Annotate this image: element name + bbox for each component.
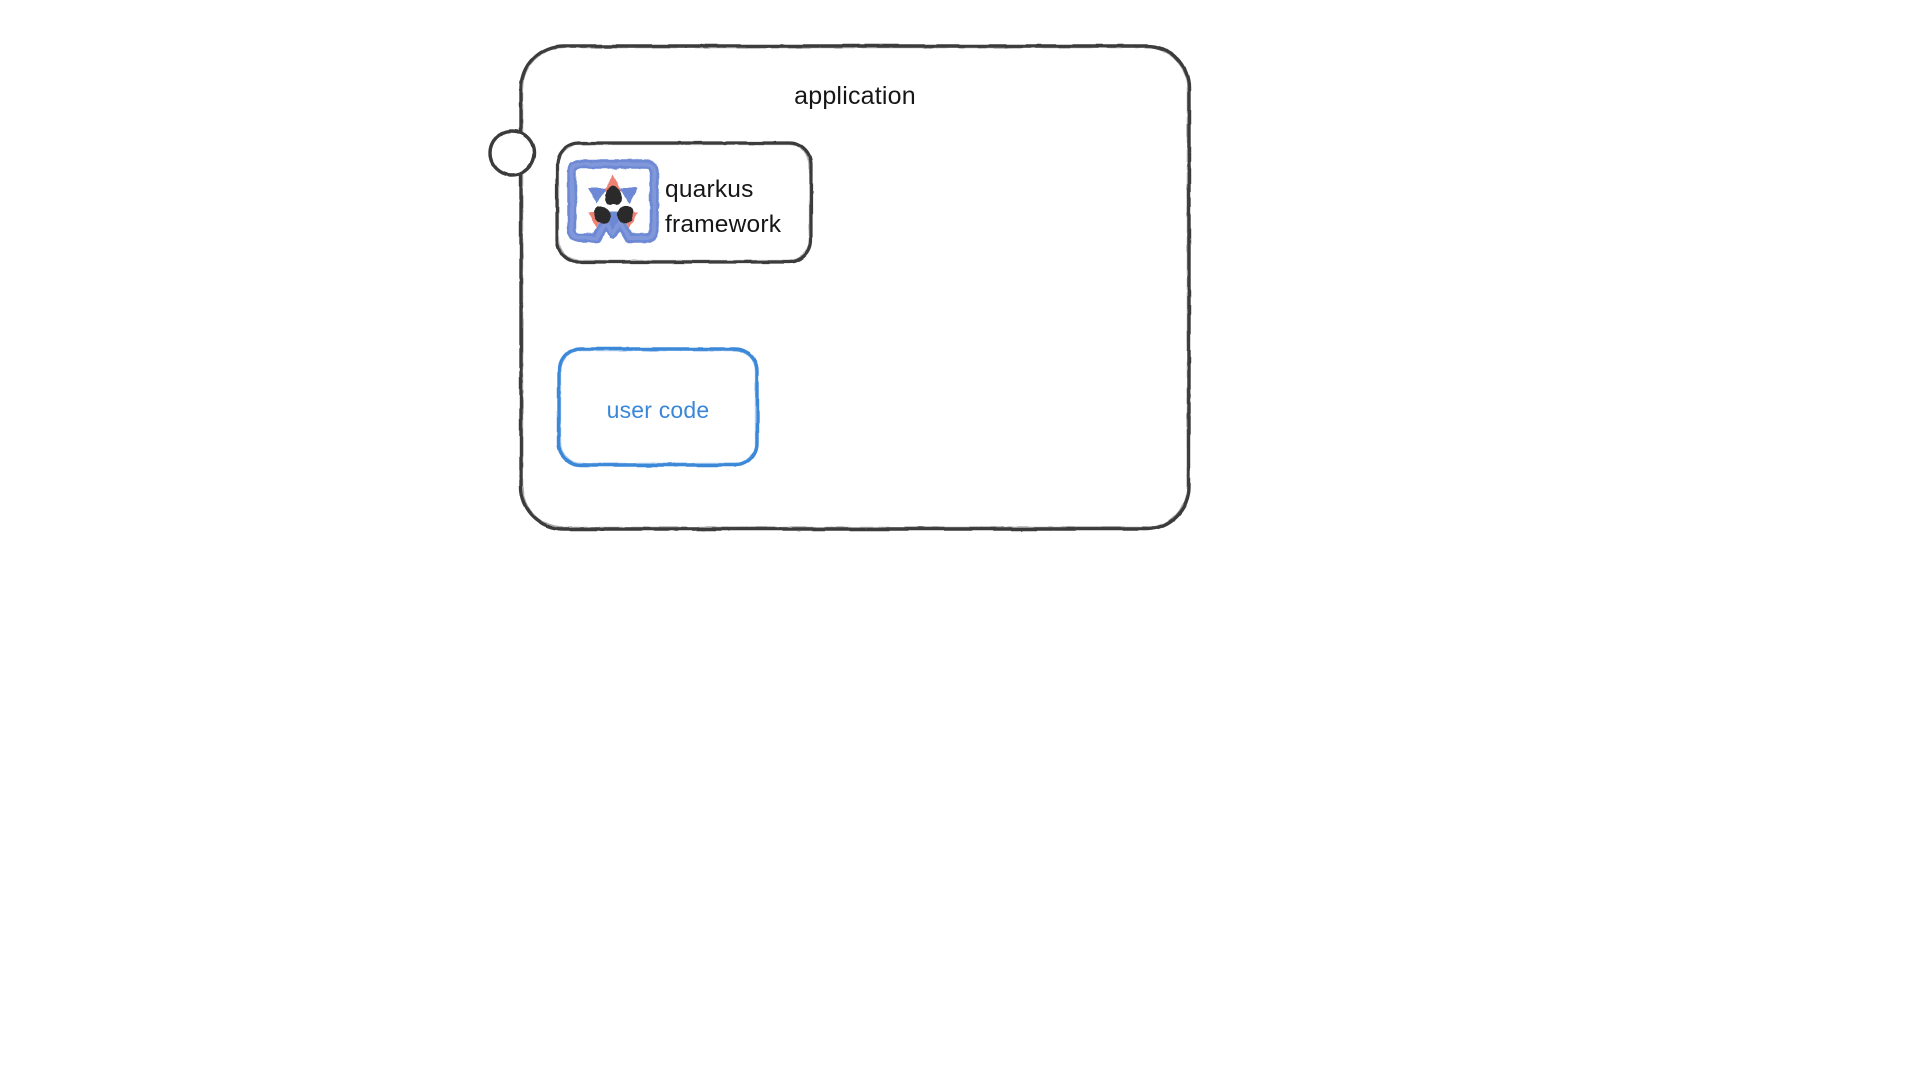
quarkus-framework-node[interactable] xyxy=(555,141,813,264)
quarkus-logo-core xyxy=(593,186,634,224)
quarkus-framework-label-line2: framework xyxy=(665,211,782,238)
user-code-outline xyxy=(557,347,759,467)
application-container-outline-secondary xyxy=(521,46,1189,529)
quarkus-logo-icon xyxy=(567,159,659,243)
core-shape-right xyxy=(616,205,634,224)
user-code-node[interactable] xyxy=(557,347,759,467)
quarkus-framework-label-line1: quarkus xyxy=(665,176,754,203)
user-code-label: user code xyxy=(606,397,710,423)
star-point-upperleft-blue xyxy=(588,188,606,204)
user-code-outline-secondary xyxy=(559,349,757,465)
port-circle[interactable] xyxy=(488,129,536,177)
quarkus-logo-frame-highlight xyxy=(570,162,656,240)
application-label: application xyxy=(794,82,916,110)
core-shape-left xyxy=(593,205,611,224)
core-shape-top xyxy=(605,186,622,205)
quarkus-framework-outline-secondary xyxy=(557,143,811,262)
port-circle-outline xyxy=(488,129,536,177)
quarkus-framework-label: quarkus framework xyxy=(665,172,781,242)
star-point-upperright-blue xyxy=(620,188,638,204)
star-point-top-salmon xyxy=(604,174,622,191)
